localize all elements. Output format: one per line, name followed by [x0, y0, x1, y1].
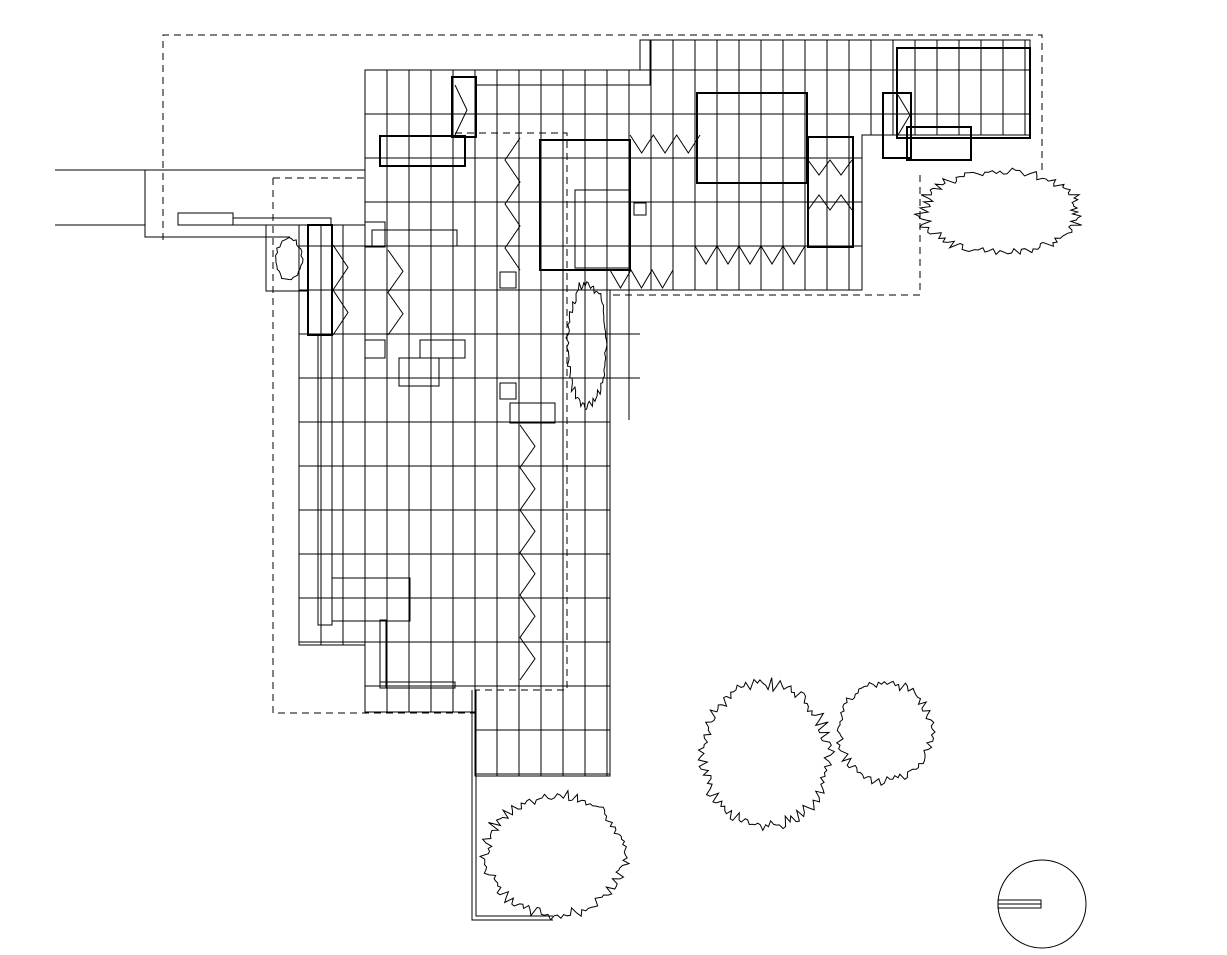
floor-outline [298, 39, 1031, 777]
door-zigzag [454, 84, 468, 136]
tree-icon [913, 167, 1083, 256]
door-zigzag [629, 134, 701, 154]
tree-icon [478, 789, 631, 921]
door-zigzag [807, 194, 853, 211]
door-zigzag [807, 159, 853, 176]
door-zigzag [609, 269, 674, 289]
door-zigzag [332, 244, 349, 336]
trees [275, 167, 1083, 921]
walls [307, 40, 1031, 921]
site-boundary [162, 34, 1043, 714]
tree-icon [565, 281, 608, 410]
door-zigzag [897, 94, 911, 136]
door-zigzag [519, 424, 536, 681]
floor-grid [299, 40, 1030, 776]
driveway [55, 169, 365, 292]
tree-icon [697, 677, 836, 832]
glass-doors [332, 84, 911, 681]
tree-icon [835, 680, 936, 786]
door-zigzag [504, 137, 521, 271]
tree-icon [275, 236, 304, 281]
door-zigzag [387, 249, 404, 336]
door-zigzag [694, 245, 806, 265]
north-arrow-icon [997, 859, 1087, 949]
